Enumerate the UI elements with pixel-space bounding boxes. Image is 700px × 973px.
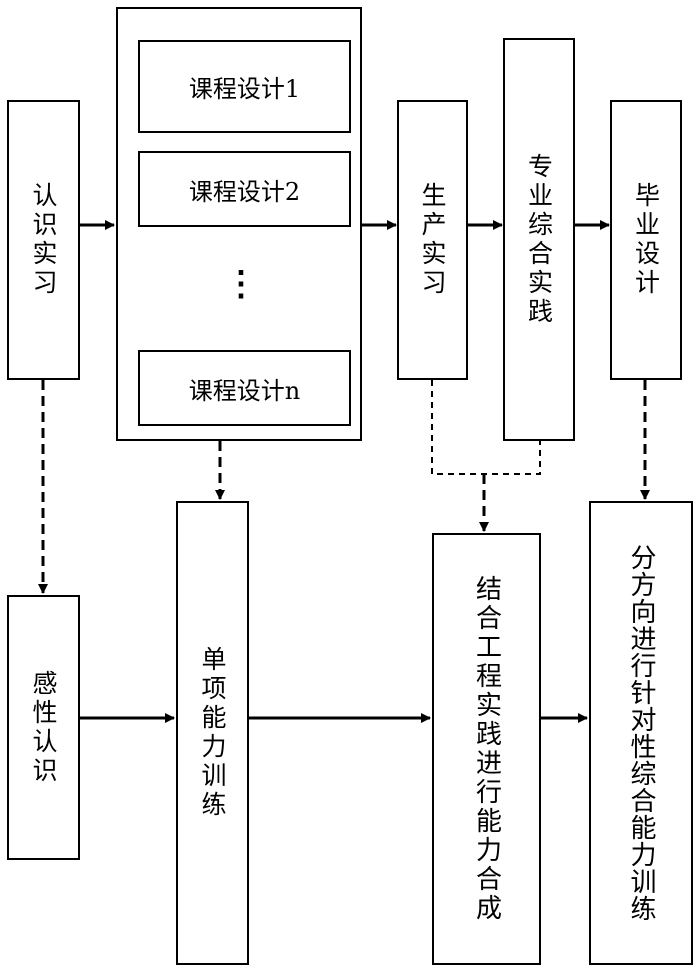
course-design-2-box: 课程设计2 [138, 151, 351, 227]
cognition-internship-box: 认识实习 [7, 100, 80, 380]
course-design-n-label: 课程设计n [188, 376, 301, 405]
single-ability-training-label: 单项能力训练 [198, 646, 227, 820]
course-design-2-label: 课程设计2 [188, 177, 301, 206]
course-design-1-box: 课程设计1 [138, 40, 351, 133]
targeted-comprehensive-training-label: 分方向进行针对性综合能力训练 [626, 544, 656, 922]
perceptual-cognition-label: 感性认识 [29, 669, 58, 786]
ellipsis-dots: ⋮ [224, 264, 258, 304]
ability-synthesis-box: 结合工程实践进行能力合成 [432, 533, 541, 965]
course-design-group: 课程设计1 课程设计2 ⋮ 课程设计n [116, 7, 362, 441]
graduation-design-label: 毕业设计 [631, 182, 661, 298]
graduation-design-box: 毕业设计 [610, 100, 682, 380]
ability-synthesis-label: 结合工程实践进行能力合成 [471, 575, 502, 923]
course-design-1-label: 课程设计1 [188, 75, 301, 103]
production-internship-box: 生产实习 [397, 100, 468, 380]
cognition-internship-label: 认识实习 [29, 182, 58, 298]
production-internship-label: 生产实习 [418, 182, 447, 298]
comprehensive-practice-box: 专业综合实践 [503, 38, 575, 441]
targeted-comprehensive-training-box: 分方向进行针对性综合能力训练 [589, 501, 693, 965]
single-ability-training-box: 单项能力训练 [176, 501, 249, 965]
perceptual-cognition-box: 感性认识 [7, 595, 80, 860]
dashed-merge-production-comprehensive [431, 380, 541, 475]
course-design-n-box: 课程设计n [138, 350, 351, 426]
comprehensive-practice-label: 专业综合实践 [524, 152, 554, 327]
